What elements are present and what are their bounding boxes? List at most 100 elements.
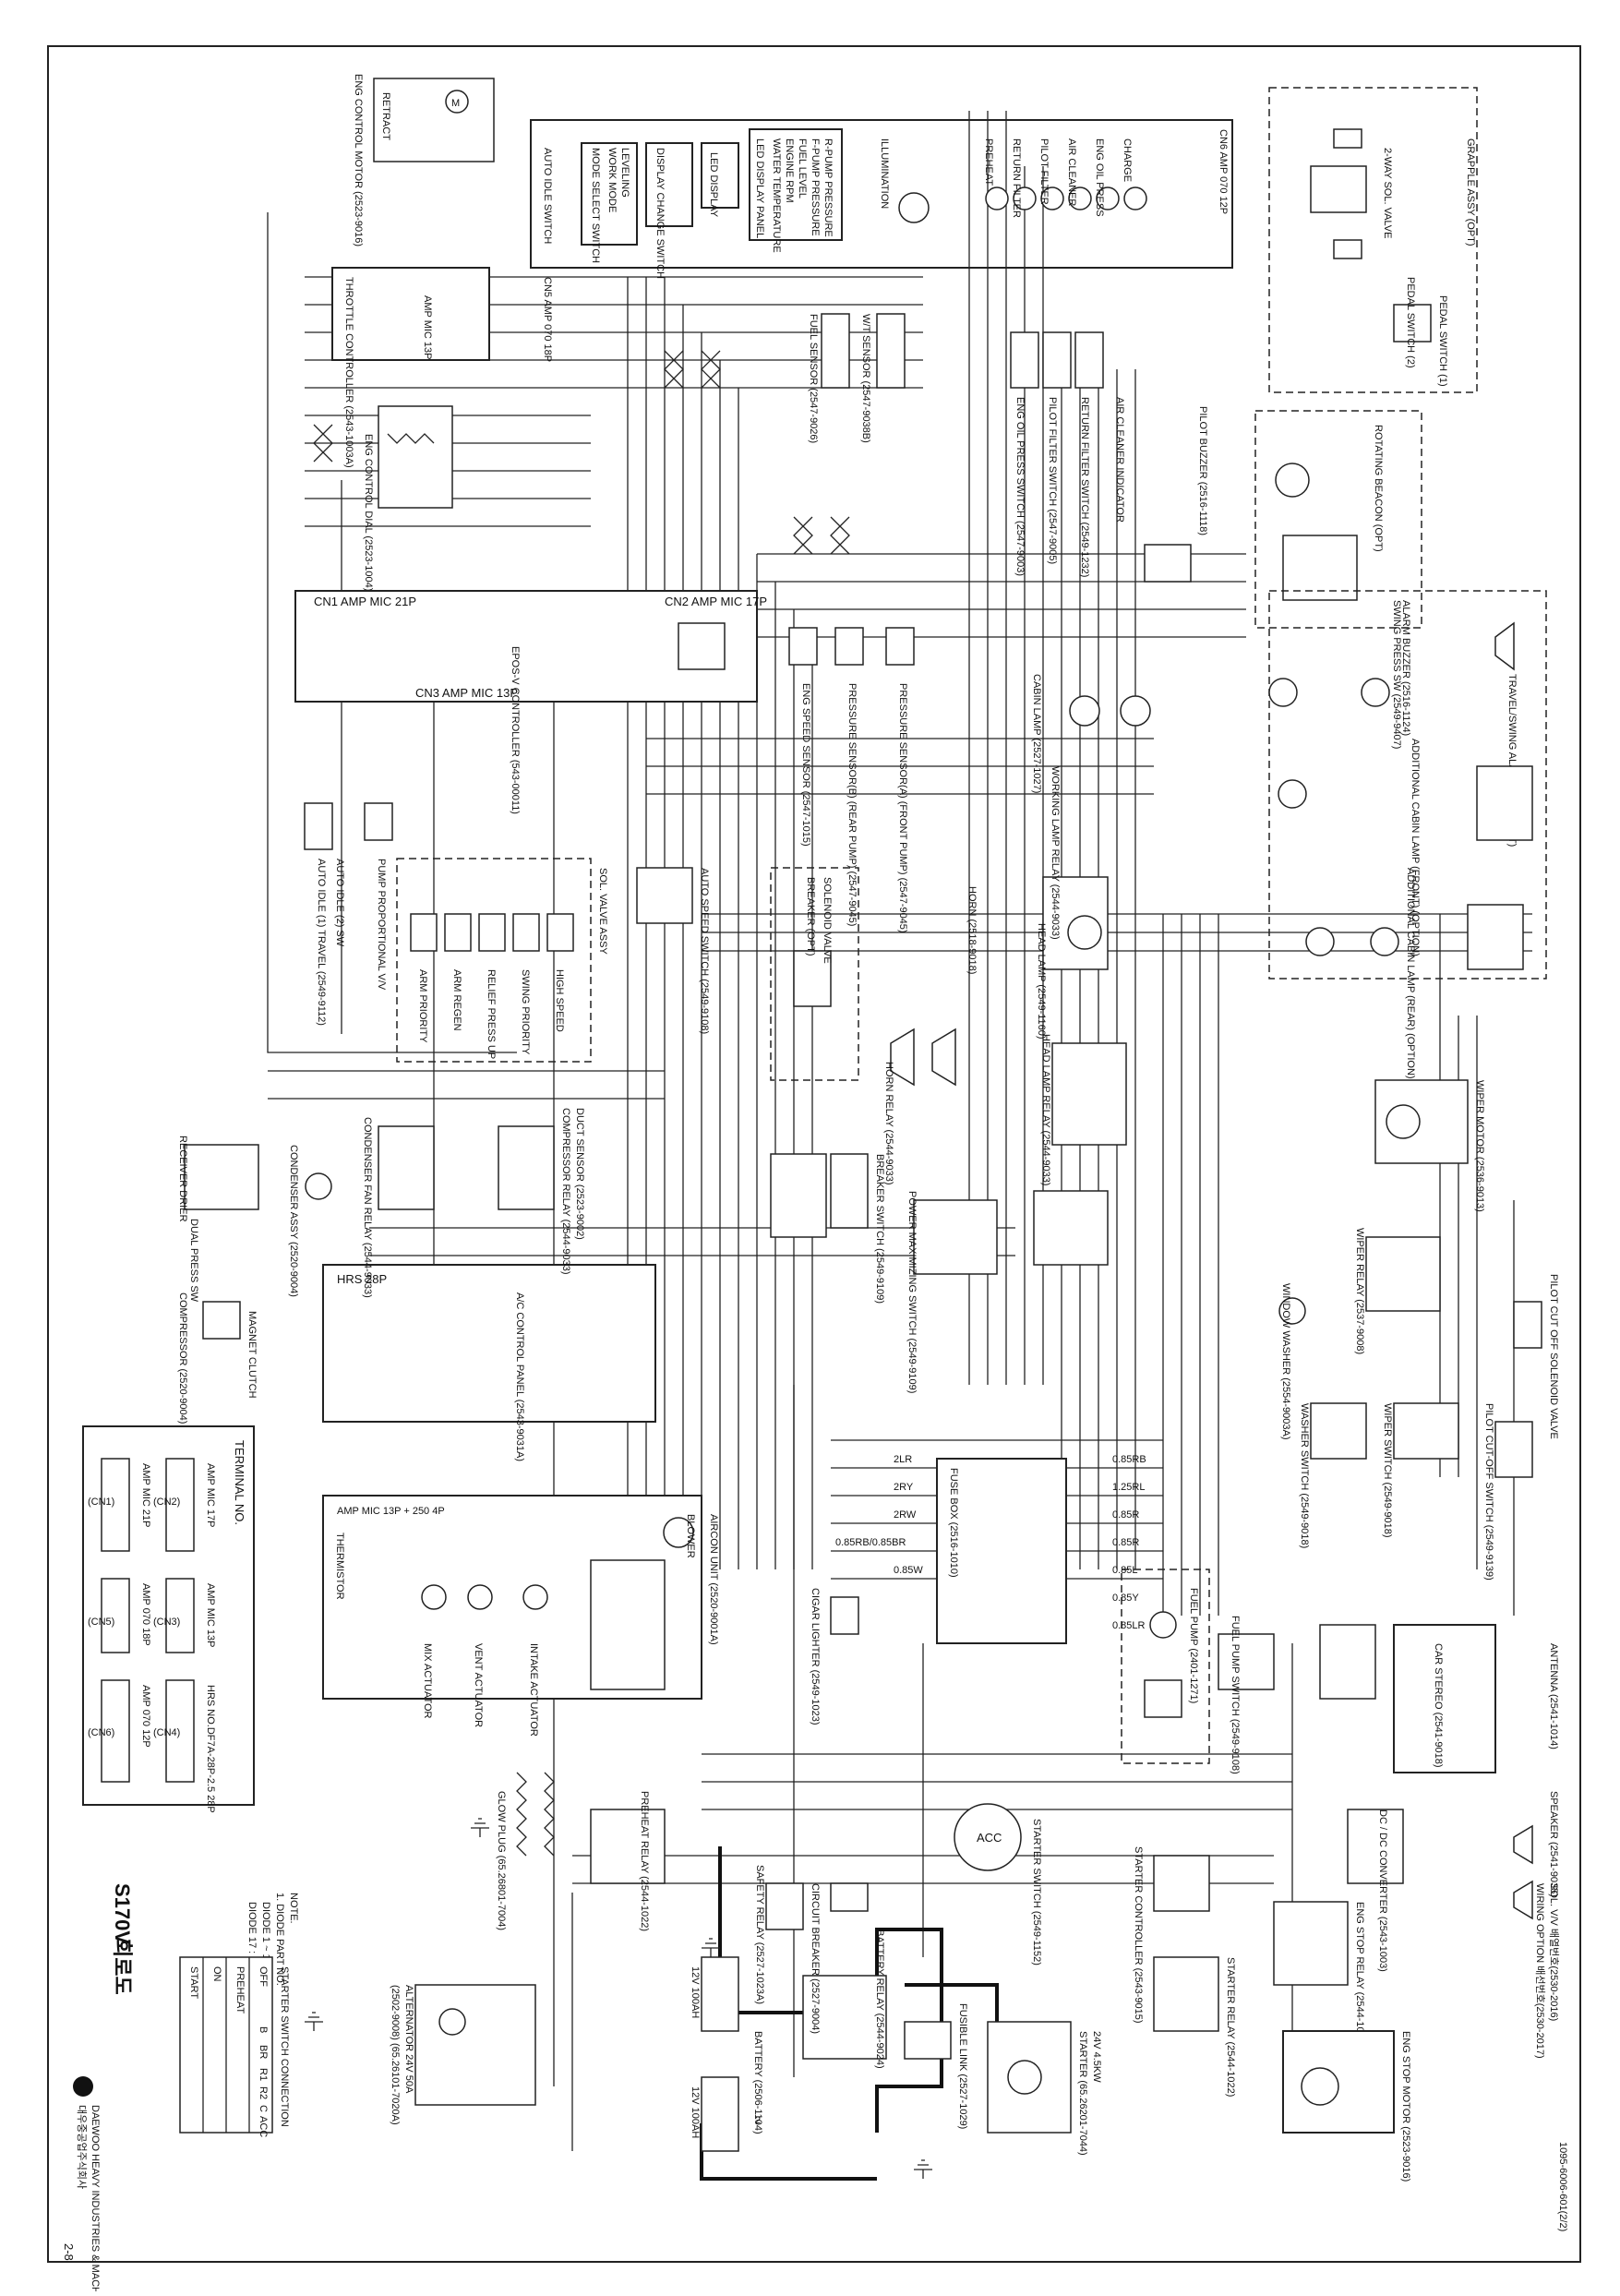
svg-text:RETRACT: RETRACT — [380, 92, 391, 140]
svg-text:2-WAY SOL. VALVE: 2-WAY SOL. VALVE — [1382, 148, 1393, 238]
svg-text:STARTER SWITCH CONNECTION: STARTER SWITCH CONNECTION — [279, 1966, 290, 2127]
svg-text:PREHEAT: PREHEAT — [983, 138, 994, 186]
svg-text:WATER TEMPERATURE: WATER TEMPERATURE — [771, 138, 782, 253]
svg-text:MAGNET CLUTCH: MAGNET CLUTCH — [246, 1311, 258, 1399]
svg-text:(CN1): (CN1) — [88, 1497, 114, 1508]
sensors-group: FUEL SENSOR (2547-9026) W/T SENSOR (2547… — [788, 313, 1208, 933]
svg-text:0.85LR: 0.85LR — [1112, 1620, 1146, 1631]
fuel-pump: FUEL PUMP (2401-1271) FUEL PUMP SWITCH (… — [1121, 1569, 1275, 1774]
svg-text:VENT ACTUATOR: VENT ACTUATOR — [473, 1643, 484, 1727]
svg-text:B: B — [258, 2026, 269, 2033]
svg-text:AMP 070 12P: AMP 070 12P — [140, 1685, 151, 1748]
svg-text:(CN2): (CN2) — [153, 1497, 180, 1508]
svg-text:WASHER SWITCH (2549-9018): WASHER SWITCH (2549-9018) — [1299, 1403, 1310, 1548]
svg-text:CABIN LAMP (2527-1027): CABIN LAMP (2527-1027) — [1031, 674, 1042, 793]
svg-text:PILOT FILTER SWITCH (2547-9005: PILOT FILTER SWITCH (2547-9005) — [1047, 397, 1058, 564]
svg-text:SOLENOID VALVE: SOLENOID VALVE — [822, 877, 833, 964]
svg-text:PILOT CUT OFF SOLENOID VALVE: PILOT CUT OFF SOLENOID VALVE — [1548, 1274, 1559, 1439]
svg-text:WORK MODE: WORK MODE — [606, 148, 618, 212]
svg-text:ARM PRIORITY: ARM PRIORITY — [417, 969, 428, 1043]
svg-text:SOL. V/V 배열번호(2530-2016): SOL. V/V 배열번호(2530-2016) — [1548, 1883, 1560, 2021]
svg-text:2: 2 — [755, 2115, 761, 2126]
wire-network — [267, 111, 1532, 2181]
cigar-lighter: CIGAR LIGHTER (2549-1023) — [810, 1588, 859, 1725]
svg-text:MIX ACTUATOR: MIX ACTUATOR — [422, 1643, 433, 1719]
alternator: ALTERNATOR 24V 50A (2502-9008) (65.26101… — [390, 1984, 536, 2125]
svg-text:DISPLAY CHANGE SWITCH: DISPLAY CHANGE SWITCH — [654, 148, 666, 279]
svg-text:AMP MIC 17P: AMP MIC 17P — [205, 1463, 216, 1528]
svg-text:PILOT FILTER: PILOT FILTER — [1038, 138, 1050, 205]
svg-text:RETURN FILTER: RETURN FILTER — [1011, 138, 1022, 218]
svg-text:ENGINE RPM: ENGINE RPM — [784, 138, 795, 203]
svg-text:AUTO IDLE SWITCH: AUTO IDLE SWITCH — [542, 148, 553, 244]
svg-text:RECEIVER DRIER: RECEIVER DRIER — [177, 1136, 188, 1222]
svg-text:0.85Y: 0.85Y — [1112, 1593, 1139, 1604]
eng-stop: ENG STOP RELAY (2544-1022) ENG STOP MOTO… — [1273, 1901, 1411, 2182]
svg-text:FUSE BOX (2516-1010): FUSE BOX (2516-1010) — [948, 1468, 959, 1578]
horn-group: HORN (2518-9018) WORKING LAMP RELAY (254… — [770, 674, 1151, 1393]
svg-text:SWING PRESS SW (2549-9407): SWING PRESS SW (2549-9407) — [1391, 600, 1402, 749]
svg-text:DC / DC CONVERTER (2543-1003): DC / DC CONVERTER (2543-1003) — [1377, 1809, 1388, 1972]
svg-text:2LR: 2LR — [894, 1454, 912, 1465]
svg-text:WIPER MOTOR (2536-9013): WIPER MOTOR (2536-9013) — [1474, 1080, 1485, 1212]
svg-text:CN1 AMP MIC 21P: CN1 AMP MIC 21P — [314, 595, 416, 608]
svg-text:PREHEAT: PREHEAT — [234, 1966, 246, 2014]
svg-text:0.85RB/0.85BR: 0.85RB/0.85BR — [835, 1537, 906, 1548]
svg-text:POWER MAXIMIZING SWITCH (2549-: POWER MAXIMIZING SWITCH (2549-9109) — [906, 1191, 918, 1393]
svg-text:R2: R2 — [258, 2086, 269, 2099]
led-display-panel: LED DISPLAY PANEL WATER TEMPERATURE ENGI… — [530, 119, 1233, 362]
aircon-group: HRS 28P A/C CONTROL PANEL (2543-9031A) A… — [177, 1108, 719, 1737]
svg-text:CONDENSER ASSY (2520-9004): CONDENSER ASSY (2520-9004) — [288, 1145, 299, 1297]
svg-text:ADDITIONAL CABIN LAMP (FRONT): ADDITIONAL CABIN LAMP (FRONT) (OPTION) — [1410, 739, 1421, 956]
svg-text:HRS NO.DF7A-28P-2.5 28P: HRS NO.DF7A-28P-2.5 28P — [205, 1685, 216, 1813]
svg-text:STARTER CONTROLLER (2543-9015): STARTER CONTROLLER (2543-9015) — [1133, 1846, 1144, 2024]
svg-text:0.85RB: 0.85RB — [1112, 1454, 1146, 1465]
svg-text:THROTTLE CONTROLLER (2543-1003: THROTTLE CONTROLLER (2543-1003A) — [343, 277, 354, 468]
svg-text:W/T SENSOR (2547-9038B): W/T SENSOR (2547-9038B) — [860, 314, 871, 443]
svg-text:1. DIODE PART NO.: 1. DIODE PART NO. — [274, 1893, 285, 1986]
svg-text:PRESSURE SENSOR(A) (FRONT PUMP: PRESSURE SENSOR(A) (FRONT PUMP) (2547-90… — [897, 683, 908, 933]
starter-motor: STARTER (65.26201-7044) 24V 4.5KW STARTE… — [987, 1846, 1236, 2156]
svg-text:대우중공업주식회사: 대우중공업주식회사 — [76, 2105, 88, 2189]
svg-text:FUEL LEVEL: FUEL LEVEL — [797, 138, 808, 198]
svg-text:DUCT SENSOR (2523-9002): DUCT SENSOR (2523-9002) — [574, 1108, 585, 1240]
svg-text:S170V: S170V — [111, 1883, 134, 1944]
svg-text:C: C — [258, 2105, 269, 2112]
svg-text:PEDAL SWITCH (2): PEDAL SWITCH (2) — [1405, 277, 1416, 368]
svg-text:ACC: ACC — [258, 2116, 269, 2137]
svg-text:RETURN FILTER SWITCH (2549-123: RETURN FILTER SWITCH (2549-1232) — [1079, 397, 1090, 577]
svg-text:F-PUMP PRESSURE: F-PUMP PRESSURE — [810, 138, 821, 236]
svg-text:AIR CLEANER INDICATOR: AIR CLEANER INDICATOR — [1114, 397, 1125, 523]
svg-text:ROTATING BEACON (OPT): ROTATING BEACON (OPT) — [1373, 425, 1384, 552]
svg-text:LEVELING: LEVELING — [619, 148, 630, 198]
svg-text:(CN3): (CN3) — [153, 1617, 180, 1628]
terminal-legend: TERMINAL NO. AMP MIC 21P AMP 070 18P AMP… — [82, 1425, 255, 1813]
svg-text:ILLUMINATION: ILLUMINATION — [879, 138, 890, 209]
svg-text:ALTERNATOR 24V 50A: ALTERNATOR 24V 50A — [403, 1985, 414, 2094]
svg-text:CAR STEREO (2541-9018): CAR STEREO (2541-9018) — [1433, 1643, 1444, 1768]
svg-text:FUEL PUMP (2401-1271): FUEL PUMP (2401-1271) — [1188, 1588, 1199, 1703]
svg-text:0.85W: 0.85W — [894, 1565, 923, 1576]
svg-text:CN5 AMP 070 18P: CN5 AMP 070 18P — [542, 277, 553, 362]
svg-text:BR: BR — [258, 2045, 269, 2059]
svg-text:ARM REGEN: ARM REGEN — [451, 969, 462, 1031]
svg-text:12V 100AH: 12V 100AH — [690, 1966, 701, 2018]
svg-text:BREAKER (OPT): BREAKER (OPT) — [805, 877, 816, 956]
svg-text:HORN RELAY (2544-9033): HORN RELAY (2544-9033) — [883, 1062, 894, 1185]
svg-text:DAEWOO HEAVY INDUSTRIES & MACH: DAEWOO HEAVY INDUSTRIES & MACHINERY LTD. — [90, 2105, 101, 2291]
wiper-group: WIPER MOTOR (2536-9013) WIPER RELAY (253… — [1278, 1079, 1559, 1581]
svg-text:ENG STOP MOTOR (2523-9016): ENG STOP MOTOR (2523-9016) — [1400, 2031, 1411, 2182]
svg-text:EPOS-V CONTROLLER (543-00011): EPOS-V CONTROLLER (543-00011) — [510, 646, 521, 814]
svg-text:AMP MIC 13P + 250 4P: AMP MIC 13P + 250 4P — [337, 1506, 445, 1517]
svg-text:AMP MIC 13P: AMP MIC 13P — [422, 295, 433, 360]
svg-text:THERMISTOR: THERMISTOR — [334, 1533, 345, 1600]
svg-text:RELIEF PRESS UP: RELIEF PRESS UP — [486, 969, 497, 1059]
svg-text:회로도: 회로도 — [111, 1939, 134, 1995]
car-stereo-group: CAR STEREO (2541-9018) DC / DC CONVERTER… — [1319, 1624, 1559, 1972]
svg-text:COMPRESSOR RELAY (2544-9033): COMPRESSOR RELAY (2544-9033) — [560, 1108, 571, 1275]
svg-text:COMPRESSOR (2520-9004): COMPRESSOR (2520-9004) — [177, 1292, 188, 1424]
svg-text:(CN6): (CN6) — [88, 1727, 114, 1738]
svg-text:SWING PRIORITY: SWING PRIORITY — [520, 969, 531, 1055]
svg-text:PUMP PROPORTIONAL V/V: PUMP PROPORTIONAL V/V — [376, 859, 387, 991]
